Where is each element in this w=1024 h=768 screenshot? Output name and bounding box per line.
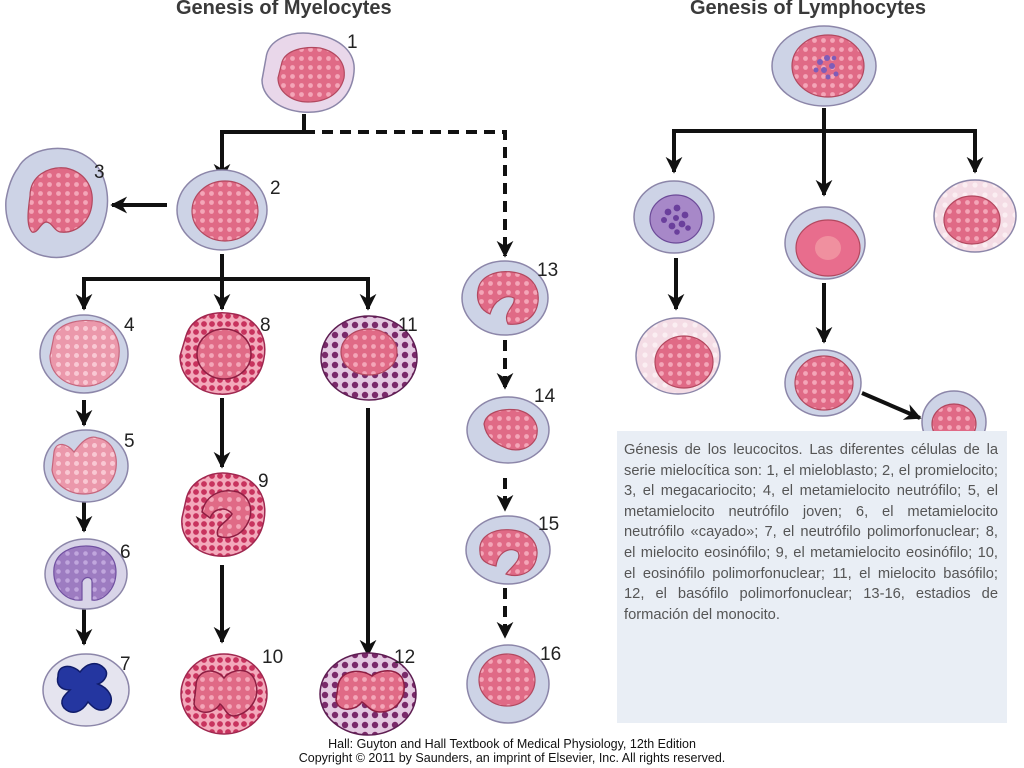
cell-number-2: 2: [270, 178, 281, 199]
lymphocyte-left-cell: [633, 180, 715, 254]
arrow-2-to-11: [84, 277, 377, 311]
cell-13-monocyte-stage: [461, 260, 549, 336]
cell-10-polymorphonuclear-eosinophil: [180, 653, 268, 735]
cell-16-monocyte: [466, 644, 550, 724]
arrow-lympho-right: [674, 129, 984, 174]
myelocyte-arrows: [75, 114, 514, 657]
cell-9-eosinophil-metamyelocyte: [181, 472, 266, 557]
lymphocyte-left-lower-cell: [635, 317, 721, 395]
cell-number-labels: 1 2 3 4 5 6 7 8 9 10 11 12 13 14 15 16: [94, 32, 561, 675]
cell-number-10: 10: [262, 647, 283, 668]
credit-textbook: Hall: Guyton and Hall Textbook of Medica…: [328, 737, 696, 751]
cell-number-12: 12: [394, 647, 415, 668]
cell-12-polymorphonuclear-basophil: [319, 652, 417, 736]
cell-number-3: 3: [94, 162, 105, 183]
source-credit: Hall: Guyton and Hall Textbook of Medica…: [0, 737, 1024, 765]
cell-number-13: 13: [537, 260, 558, 281]
lymphocyte-arrows: [665, 108, 984, 420]
arrow-2-to-4: [75, 254, 224, 311]
cell-4-neutrophil-metamyelocyte: [39, 314, 129, 394]
cell-3-megakaryocyte: [5, 147, 109, 259]
cell-number-16: 16: [540, 644, 561, 665]
cell-2-promyelocyte: [176, 169, 268, 251]
cell-number-11: 11: [398, 315, 418, 336]
cell-5-young-neutrophil-metamyelocyte: [43, 429, 129, 503]
lymphocyte-center-lower-cell: [784, 349, 862, 417]
cell-number-9: 9: [258, 471, 269, 492]
figure-caption: Génesis de los leucocitos. Las diferente…: [617, 431, 1007, 723]
lymphocytes-title: Genesis of Lymphocytes: [690, 0, 926, 19]
lymphocyte-center-cell: [784, 206, 866, 280]
cell-6-band-neutrophil: [44, 538, 128, 610]
cell-number-8: 8: [260, 315, 271, 336]
lymphoblast-cell: [771, 25, 877, 107]
cell-number-14: 14: [534, 386, 556, 407]
cell-14-monocyte-stage: [466, 396, 550, 464]
cell-number-6: 6: [120, 542, 131, 563]
cell-number-15: 15: [538, 514, 559, 535]
cell-number-7: 7: [120, 654, 131, 675]
arrow-lympho-left: [665, 108, 826, 174]
arrow-1-to-2: [213, 114, 306, 181]
cell-number-4: 4: [124, 315, 135, 336]
lymphocyte-right-cell: [933, 179, 1017, 253]
cell-1-myeloblast: [261, 32, 355, 113]
credit-copyright: Copyright © 2011 by Saunders, an imprint…: [298, 751, 726, 765]
arrow-lympho-diagonal: [861, 391, 922, 420]
cell-15-monocyte-stage: [465, 515, 551, 585]
cell-number-5: 5: [124, 431, 135, 452]
cell-7-polymorphonuclear-neutrophil: [42, 653, 130, 727]
cell-number-1: 1: [347, 32, 358, 53]
myelocytes-title: Genesis of Myelocytes: [176, 0, 392, 19]
cell-11-basophil-myelocyte: [320, 315, 418, 401]
cell-8-eosinophil-myelocyte: [179, 312, 266, 395]
arrow-1-to-13: [304, 130, 514, 258]
